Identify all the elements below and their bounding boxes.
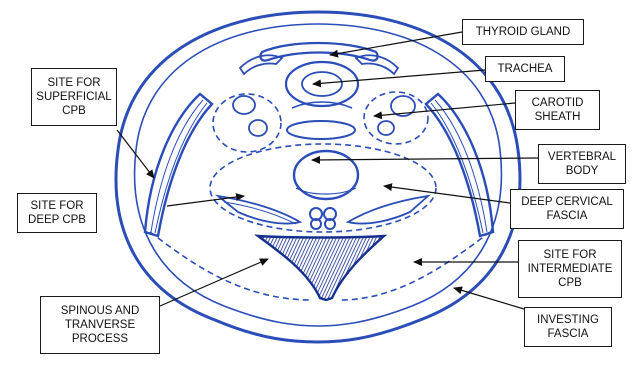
label-site-superficial-cpb: SITE FOR SUPERFICIAL CPB: [31, 68, 117, 126]
label-spinous-transverse-process: SPINOUS AND TRANVERSE PROCESS: [40, 296, 160, 354]
arrow-spinous-process: [160, 259, 268, 306]
thyroid-gland-shape: [260, 43, 377, 61]
arrow-carotid-sheath: [374, 103, 515, 116]
arrow-deep-cpb: [167, 196, 244, 206]
arrow-vertebral-body: [312, 158, 538, 160]
arrow-superficial-cpb: [117, 130, 154, 178]
label-carotid-sheath: CAROTID SHEATH: [515, 90, 600, 130]
label-deep-cervical-fascia: DEEP CERVICAL FASCIA: [510, 189, 624, 229]
label-investing-fascia: INVESTING FASCIA: [524, 307, 612, 347]
label-thyroid-gland: THYROID GLAND: [462, 19, 584, 45]
trachea-shape: [286, 62, 358, 106]
arrow-investing-fascia: [454, 288, 524, 309]
right-carotid-sheath: [364, 92, 428, 144]
label-site-intermediate-cpb: SITE FOR INTERMEDIATE CPB: [518, 240, 622, 298]
spinous-transverse-process-shape: [258, 236, 384, 300]
left-sternocleidomastoid-muscle: [145, 94, 212, 236]
right-sternocleidomastoid-muscle: [426, 94, 493, 236]
left-carotid-sheath: [213, 94, 281, 152]
label-trachea: TRACHEA: [485, 56, 565, 82]
esophagus-shape: [287, 121, 355, 139]
label-vertebral-body: VERTEBRAL BODY: [538, 144, 626, 184]
label-site-deep-cpb: SITE FOR DEEP CPB: [17, 193, 97, 233]
